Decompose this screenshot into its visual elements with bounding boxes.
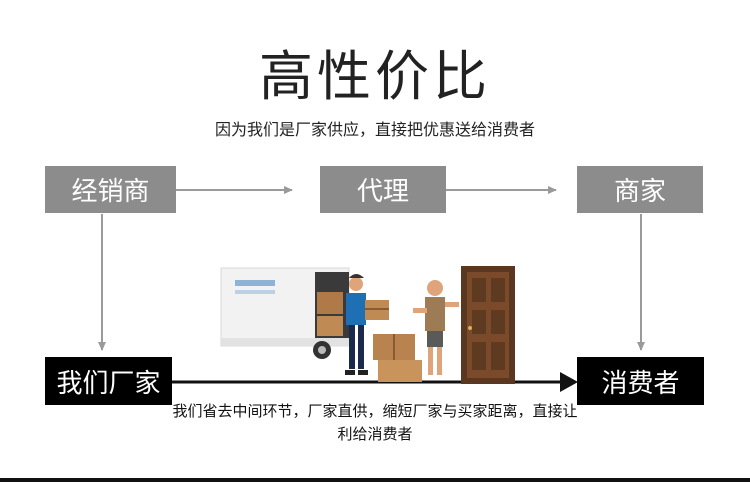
delivery-illustration <box>220 266 515 384</box>
box-merchant: 商家 <box>577 166 703 213</box>
page-title: 高性价比 <box>259 45 491 108</box>
box-distributor: 经销商 <box>45 166 176 213</box>
box-agent: 代理 <box>320 166 446 213</box>
savings-description: 我们省去中间环节，厂家直供，缩短厂家与买家距离，直接让利给消费者 <box>172 402 578 443</box>
box-our-factory: 我们厂家 <box>45 357 172 405</box>
arrow-head-consumer <box>560 372 578 392</box>
bottom-border <box>0 478 750 482</box>
box-consumer: 消费者 <box>577 357 704 405</box>
page-subtitle: 因为我们是厂家供应，直接把优惠送给消费者 <box>214 120 535 139</box>
